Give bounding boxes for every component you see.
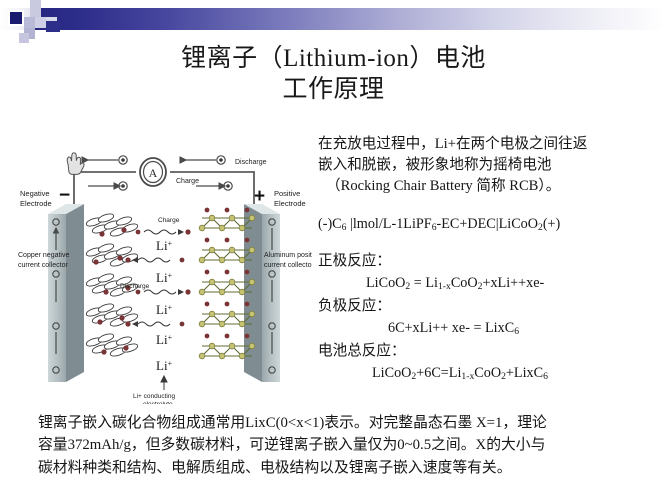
cell-formula-middle-2: -EC+DEC|LiCoO <box>436 216 538 232</box>
explanation-column: 在充放电过程中，Li+在两个电极之间往返 嵌入和脱嵌，被形象地称为摇椅电池 （R… <box>318 134 662 384</box>
cathode-oxide-lattice <box>198 207 256 360</box>
electrolyte-label-1: Li+ conducting <box>133 393 175 400</box>
discharge-label-top: Discharge <box>235 159 267 166</box>
intro-line-3: （Rocking Chair Battery 简称 RCB）。 <box>326 178 561 194</box>
cell-formula-middle: |lmol/L-1LiPF <box>346 216 432 232</box>
header-square-tall <box>30 0 41 22</box>
negative-electrode-label-2: Electrode <box>20 199 52 208</box>
minus-sign: − <box>59 185 70 206</box>
graphite-lithium-sites <box>93 227 131 355</box>
slide-title-line-2: 工作原理 <box>282 75 385 103</box>
svg-text:Li+: Li+ <box>156 358 173 373</box>
svg-text:Li+: Li+ <box>156 332 173 347</box>
cathode-reaction-equation: LiCoO2 = Li1-xCoO2+xLi++xe- <box>366 275 545 293</box>
charge-label-top: Charge <box>176 178 199 185</box>
cell-formula-prefix: (-)C <box>318 216 342 232</box>
header-square-outline-fill <box>10 12 22 24</box>
ion-transport-paths <box>137 229 177 327</box>
cell-formula-o-sub: 2 <box>538 222 543 234</box>
electrolyte-label-2: electrolyte <box>143 401 173 404</box>
electron-flow-left <box>81 155 128 191</box>
overall-reaction-group: 电池总反应： LiCoO2+6C=Li1-xCoO2+LixC6 <box>318 341 662 384</box>
ion-transport-arrowheads <box>132 229 184 327</box>
cathode-reaction-label: 正极反应： <box>318 253 391 269</box>
header-gradient-bar <box>28 8 667 30</box>
copper-collector-label-2: current collector <box>18 262 68 269</box>
ion-transport-endpoint-dots <box>125 229 191 327</box>
copper-negative-current-collector <box>48 204 84 382</box>
cell-notation-formula: (-)C6 |lmol/L-1LiPF6-EC+DEC|LiCoO2(+) <box>318 214 662 235</box>
header-square-mid-a <box>24 17 35 28</box>
positive-electrode-label-2: Electrode <box>274 199 306 208</box>
intro-line-1: 在充放电过程中，Li+在两个电极之间往返 <box>318 136 588 152</box>
positive-electrode-label-1: Positive <box>274 189 300 198</box>
anode-reaction-label: 负极反应： <box>318 298 391 314</box>
svg-text:A: A <box>149 166 158 180</box>
ammeter-icon: A <box>139 157 167 187</box>
graphite-anode-layers <box>85 213 139 357</box>
plus-sign: + <box>254 186 265 207</box>
cell-formula-c-sub: 6 <box>341 222 347 234</box>
svg-text:Li+: Li+ <box>156 270 173 285</box>
collector-electron-dots <box>52 218 276 374</box>
bottom-note-line-2: 容量372mAh/g，但多数碳材料，可逆锂离子嵌入量仅为0~0.5之间。X的大小… <box>38 437 546 454</box>
lithium-ion-cell-diagram: A Discharge Charge Negative Electrode − … <box>16 142 312 404</box>
cell-formula-pf-sub: 6 <box>431 222 437 234</box>
negative-electrode-label-1: Negative <box>20 189 50 198</box>
svg-text:Li+: Li+ <box>156 302 173 317</box>
aluminum-collector-label-1: Aluminum positive <box>264 252 312 259</box>
slide-header-decoration <box>0 0 667 46</box>
discharge-label-mid: Discharge <box>120 283 150 290</box>
cathode-reaction-group: 正极反应： LiCoO2 = Li1-xCoO2+xLi++xe- <box>318 251 662 294</box>
header-square-dark <box>46 21 60 32</box>
collector-electron-arrows <box>52 226 273 354</box>
header-square-low <box>24 28 35 39</box>
anode-reaction-equation: 6C+xLi++ xe- = LixC6 <box>388 320 520 338</box>
slide-title-line-1: 锂离子（Lithium-ion）电池 <box>181 45 486 72</box>
slide-title: 锂离子（Lithium-ion）电池 工作原理 <box>0 44 667 105</box>
header-square-mid-b <box>35 17 46 28</box>
switch-hand-icon <box>66 152 85 175</box>
aluminum-positive-current-collector <box>244 204 280 382</box>
bottom-note-line-1: 锂离子嵌入碳化合物组成通常用LixC(0<x<1)表示。对完整晶态石墨 X=1，… <box>38 415 547 431</box>
electron-flow-right <box>179 155 233 191</box>
svg-text:Li+: Li+ <box>156 238 173 253</box>
intro-line-2: 嵌入和脱嵌，被形象地称为摇椅电池 <box>318 157 552 173</box>
copper-collector-label-1: Copper negative <box>18 252 69 259</box>
overall-reaction-equation: LiCoO2+6C=Li1-xCoO2+LixC6 <box>372 365 548 383</box>
header-square-low-2 <box>19 33 29 43</box>
overall-reaction-label: 电池总反应： <box>318 343 406 359</box>
bottom-note-paragraph: 锂离子嵌入碳化合物组成通常用LixC(0<x<1)表示。对完整晶态石墨 X=1，… <box>38 412 648 479</box>
electrolyte-pointer <box>160 374 168 390</box>
aluminum-collector-label-2: current collector <box>264 262 312 269</box>
intro-paragraph: 在充放电过程中，Li+在两个电极之间往返 嵌入和脱嵌，被形象地称为摇椅电池 （R… <box>318 134 662 197</box>
charge-label-mid: Charge <box>158 217 180 224</box>
cell-formula-suffix: (+) <box>542 216 561 232</box>
bottom-note-line-3: 碳材料种类和结构、电解质组成、电极结构以及锂离子嵌入速度等有关。 <box>38 459 512 476</box>
anode-reaction-group: 负极反应： 6C+xLi++ xe- = LixC6 <box>318 296 662 339</box>
